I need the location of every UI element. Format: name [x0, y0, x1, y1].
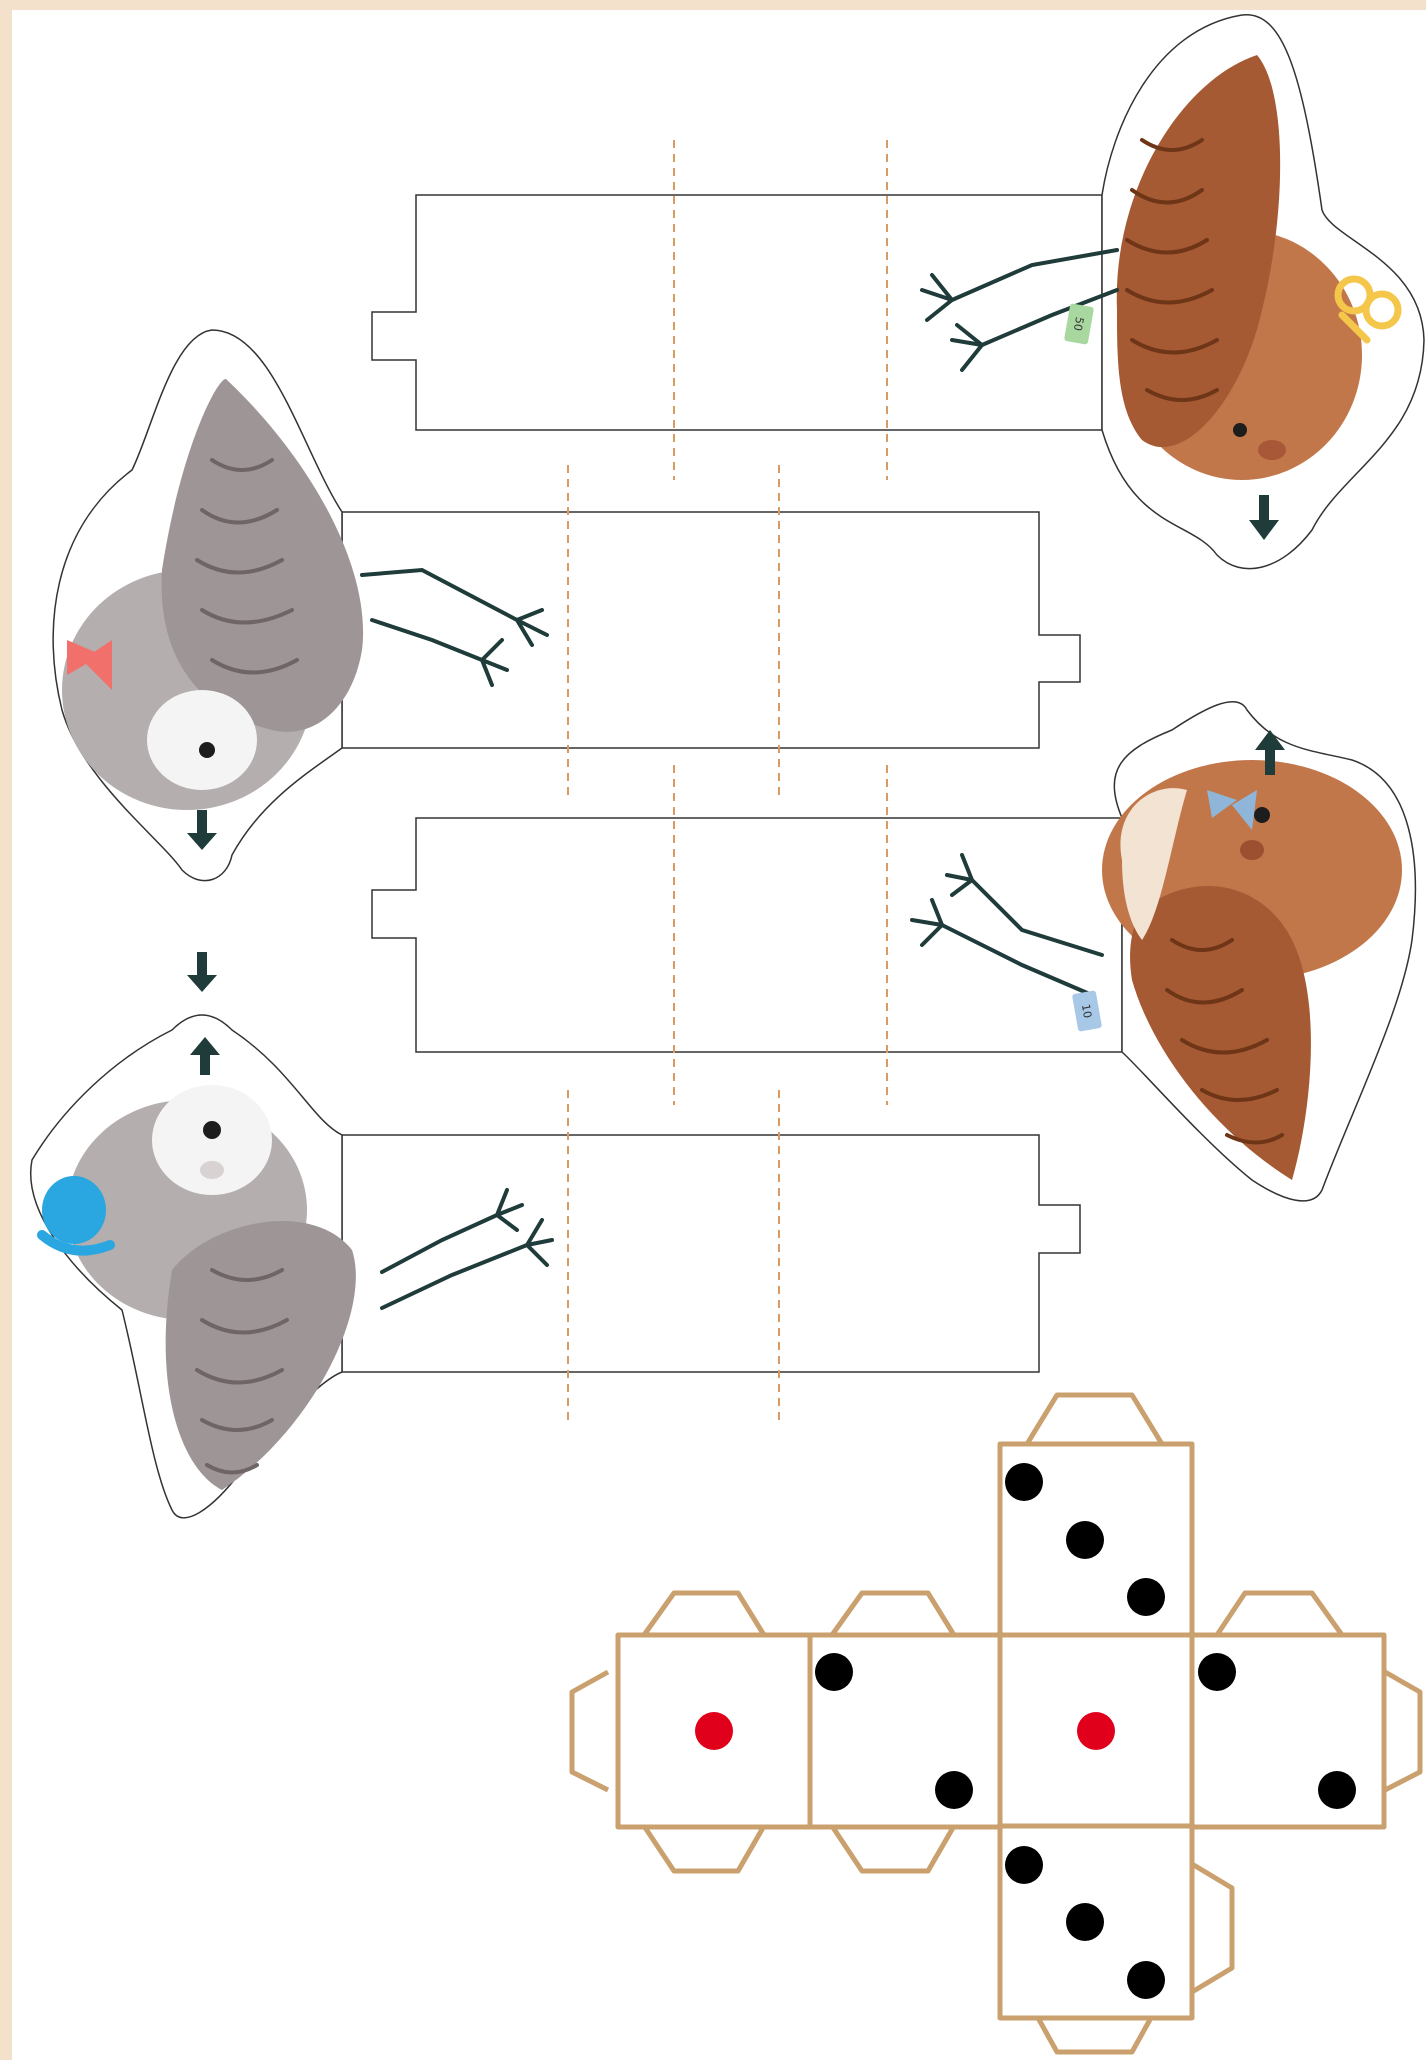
- strip-4: [342, 1090, 1080, 1425]
- bird-gray-bottom-wing: [166, 1221, 356, 1490]
- die-tab-right-side: [1385, 1672, 1420, 1790]
- strip-1: [372, 140, 1102, 480]
- strip-2-cut-line: [342, 512, 1080, 748]
- die-tab-left-top: [644, 1593, 764, 1635]
- die-tab-left-side: [572, 1672, 608, 1790]
- die-pip: [1318, 1771, 1356, 1809]
- bird-gray-bottom: [31, 1015, 552, 1518]
- die-pip: [1005, 1463, 1043, 1501]
- bird-brown-lower-cheek: [1240, 840, 1264, 860]
- bird-gray-upper-eye: [199, 742, 215, 758]
- strip-1-cut-line: [372, 195, 1102, 430]
- strip-4-cut-line: [342, 1135, 1080, 1372]
- bird-gray-upper-face: [147, 690, 257, 790]
- leg-tag-label: 10: [1079, 1003, 1094, 1019]
- die-pip: [695, 1712, 733, 1750]
- bird-brown-top-cheek: [1258, 440, 1286, 460]
- paper-sheet: 50: [12, 10, 1426, 2060]
- die-pip: [1127, 1961, 1165, 1999]
- die-pip: [935, 1771, 973, 1809]
- die-pip: [1127, 1578, 1165, 1616]
- strip-3: [372, 765, 1122, 1105]
- leg-tag-label: 50: [1071, 316, 1086, 332]
- die-pip: [815, 1653, 853, 1691]
- strip-3-cut-line: [372, 818, 1122, 1052]
- bird-brown-top-eye: [1233, 423, 1247, 437]
- die-tab-second-bottom: [832, 1826, 954, 1871]
- die-tab-left-bottom: [644, 1826, 764, 1871]
- bird-brown-lower-eye: [1254, 807, 1270, 823]
- die-pip: [1005, 1846, 1043, 1884]
- die-tab-right-top: [1217, 1593, 1342, 1635]
- die-tab-top: [1027, 1395, 1162, 1444]
- die-pip: [1066, 1521, 1104, 1559]
- die-pip: [1198, 1653, 1236, 1691]
- die-pip: [1077, 1712, 1115, 1750]
- die-tab-bottom: [1037, 2016, 1152, 2052]
- arrow-down-icon: [187, 952, 217, 992]
- bird-gray-bottom-cheek: [200, 1161, 224, 1179]
- die-pip: [1066, 1903, 1104, 1941]
- die-tab-second-top: [832, 1593, 954, 1635]
- strip-2: [342, 465, 1080, 800]
- die-tab-bottom-side: [1192, 1864, 1232, 1992]
- bird-gray-bottom-eye: [203, 1121, 221, 1139]
